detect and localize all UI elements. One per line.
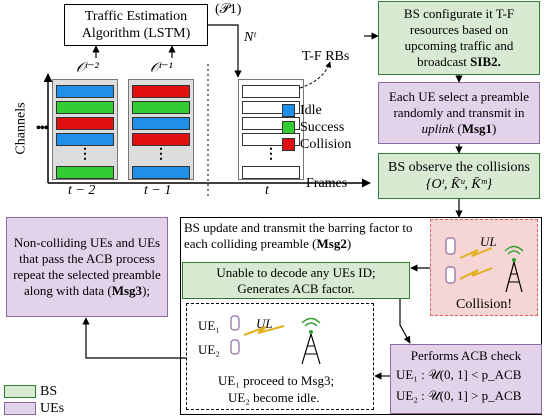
channel-idle [56,133,114,146]
channel-empty [242,85,300,98]
channel-ellipsis: ⋮ [78,147,92,162]
msg3-box: Non-colliding UEs and UEs that pass the … [6,217,168,317]
legend-bs-label: BS [40,384,58,399]
role-legend: BS UEs [4,383,64,417]
arrow-lstm-to-t [208,24,242,78]
col-label-t1: t − 1 [144,183,172,198]
step4-text: BS update and transmit the barring facto… [184,220,413,251]
ue1-label: UE₁ [198,318,220,333]
ue-result-line1: UE₁ proceed to Msg3; [218,373,335,388]
frames-axis-label: Frames [306,176,348,191]
channel-success [56,101,114,114]
frame-column-t1: ⋮ [128,79,194,180]
legend-bs: BS [4,383,64,400]
nt-label: Nᵗ [244,30,256,45]
legend-ues-label: UEs [40,401,65,416]
legend-collision-label: Collision [300,137,352,152]
ue-ul-label: UL [256,316,273,331]
legend-success: Success [282,119,351,136]
channel-empty [242,166,300,179]
channel-idle [132,166,190,179]
ue2-label: UE₂ [198,342,220,357]
channel-idle [132,117,190,130]
p1-label: (𝒫1) [215,2,242,17]
ue-result-line2: UE₂ become idle. [228,390,320,405]
channel-success [56,166,114,179]
legend-idle: Idle [282,102,351,119]
acb-check-box: Performs ACB check UE₁ : 𝒰(0, 1] < p_ACB… [390,344,542,414]
channel-idle [56,85,114,98]
legend-collision-swatch [282,138,295,151]
acb-line1: UE₁ : 𝒰(0, 1] < p_ACB [396,367,522,382]
channel-ellipsis: ⋮ [264,147,278,162]
step1-bs-configure: BS configurate it T-F resources based on… [378,1,540,75]
o-t2-label: 𝒪ᵗ⁻² [76,61,99,76]
channel-success [132,101,190,114]
decode-line2: Generates ACB factor. [237,280,355,296]
lstm-line2: Algorithm (LSTM) [81,26,191,41]
arrow-tf-rbs [299,61,332,89]
col-label-t2: t − 2 [68,183,96,198]
msg3-text: Non-colliding UEs and UEs that pass the … [13,235,161,298]
frame-column-t2: ⋮ [52,79,118,180]
legend-idle-swatch [282,104,295,117]
lstm-box: Traffic Estimation Algorithm (LSTM) [64,4,208,46]
arrow-ue-to-msg3 [82,317,186,359]
col-label-t: t [265,183,269,198]
step2-text: Each UE select a preamble randomly and t… [388,89,530,136]
ue-result-box [186,303,374,410]
channels-axis-label: Channels [13,102,29,155]
decode-box: Unable to decode any UEs ID; Generates A… [182,262,410,299]
legend-success-label: Success [300,120,345,135]
legend-collision: Collision [282,136,351,153]
step3-bs-observe: BS observe the collisions {Oᵗ, K̄ᵘ, K̄ᵐ} [378,153,540,199]
state-legend: Idle Success Collision [282,102,351,153]
acb-title: Performs ACB check [410,348,522,363]
step3-line1: BS observe the collisions [388,160,530,175]
collision-label: Collision! [456,297,513,312]
decode-line1: Unable to decode any UEs ID; [216,264,376,280]
step2-ue-select: Each UE select a preamble randomly and t… [378,82,540,144]
o-t1-label: 𝒪ᵗ⁻¹ [150,61,173,76]
legend-bs-swatch [4,385,36,398]
channel-collision [132,85,190,98]
dots-left: ••• [36,121,49,136]
step3-line2: {Oᵗ, K̄ᵘ, K̄ᵐ} [425,177,493,192]
collision-ul-label: UL [480,234,497,249]
legend-success-swatch [282,121,295,134]
legend-idle-label: Idle [300,103,322,118]
legend-ues: UEs [4,400,64,417]
step1-text: BS configurate it T-F resources based on… [403,6,515,69]
channel-collision [132,133,190,146]
legend-ues-swatch [4,402,36,415]
channel-collision [56,117,114,130]
lstm-line1: Traffic Estimation [84,9,188,24]
tf-rbs-label: T-F RBs [302,49,350,64]
acb-line2: UE₂ : 𝒰(0, 1] > p_ACB [396,388,522,403]
channel-ellipsis: ⋮ [154,147,168,162]
